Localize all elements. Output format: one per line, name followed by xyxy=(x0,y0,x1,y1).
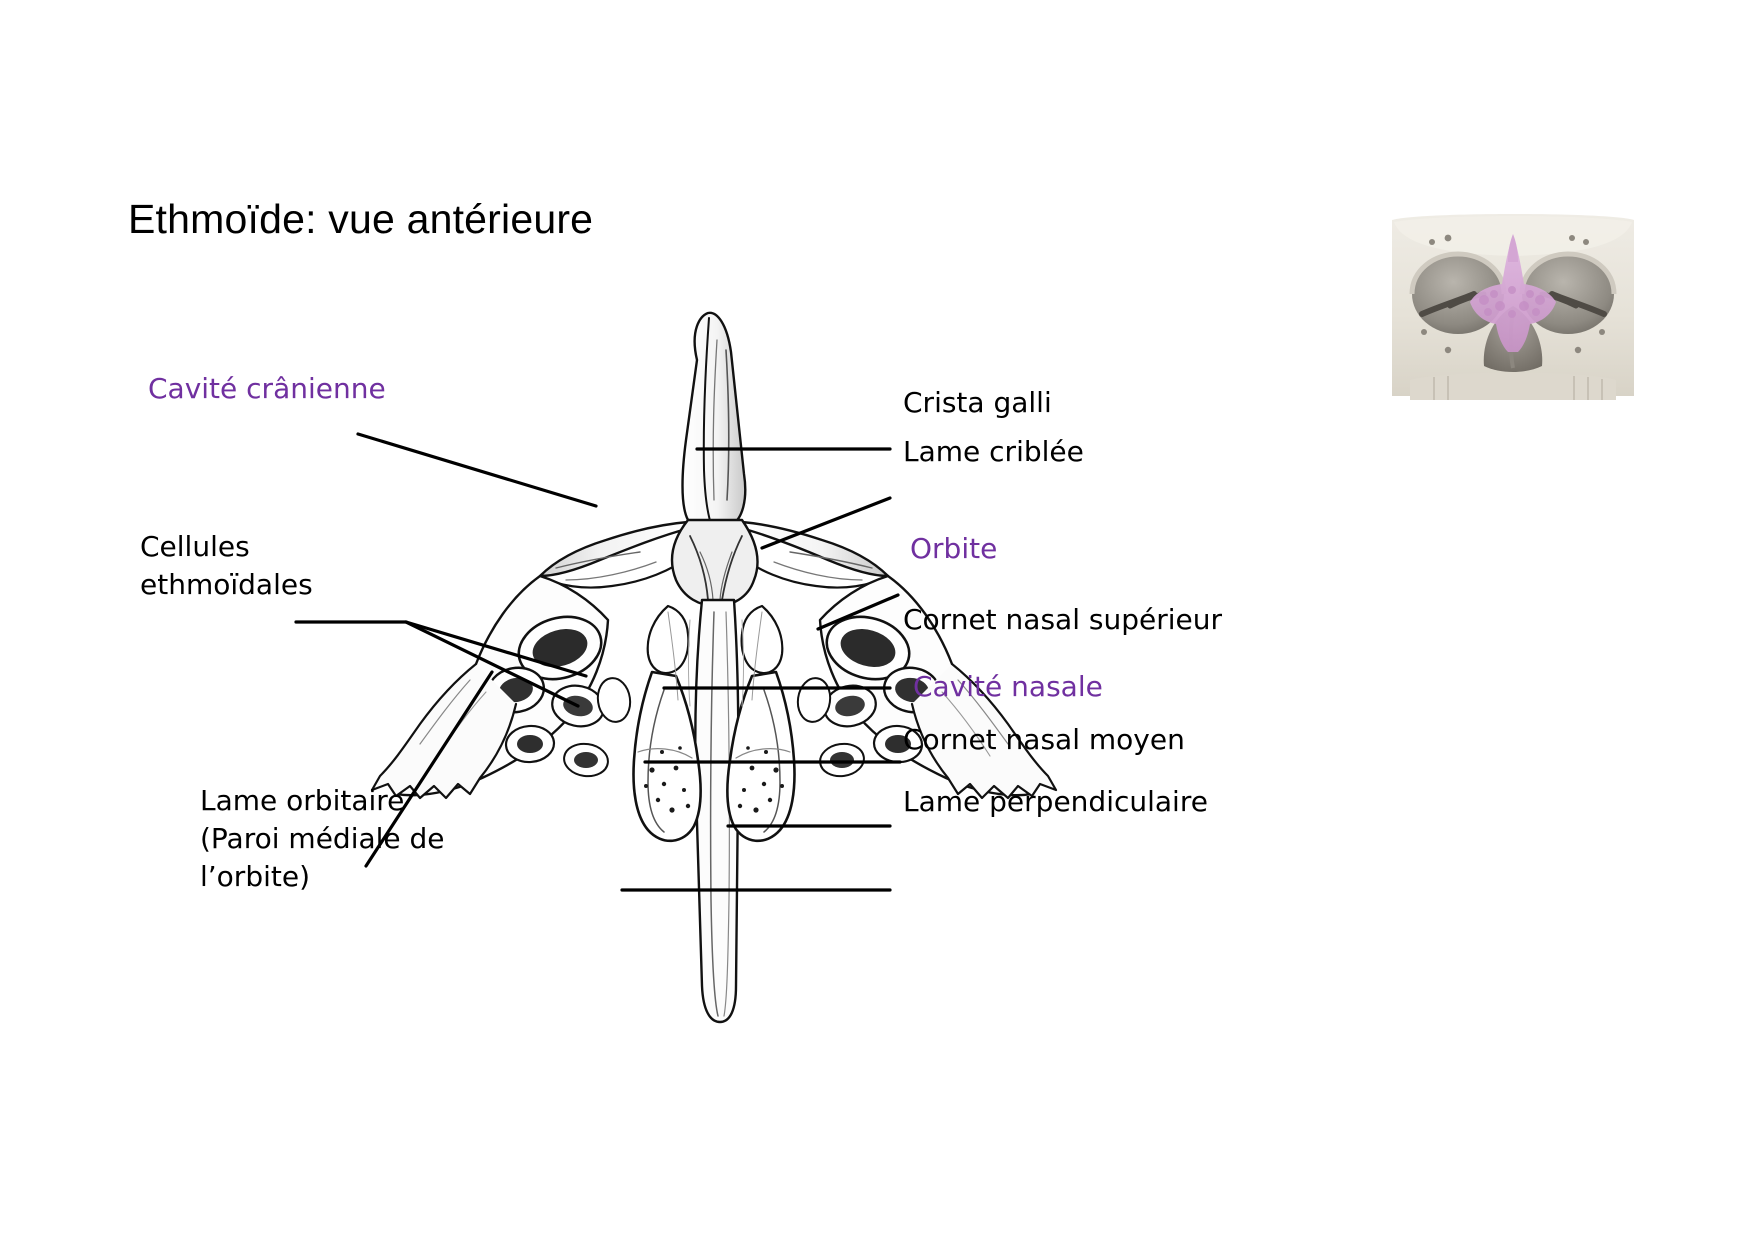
label-lame-orbitaire: Lame orbitaire (Paroi médiale de l’orbit… xyxy=(200,784,445,893)
page-title: Ethmoïde: vue antérieure xyxy=(128,196,594,242)
skull-thumbnail xyxy=(1388,210,1638,400)
label-lame-perpendiculaire: Lame perpendiculaire xyxy=(903,785,1208,818)
label-crista-galli: Crista galli xyxy=(903,386,1052,419)
leader-line-cellules-ethmoidales-b xyxy=(404,620,588,678)
label-cavite-cranienne: Cavité crânienne xyxy=(148,372,386,405)
leader-line-cavite-cranienne xyxy=(356,432,598,508)
label-cellules-ethmoidales: Cellules ethmoïdales xyxy=(140,530,313,601)
label-lame-criblee: Lame criblée xyxy=(903,435,1084,468)
leader-line-cellules-ethmoidales-c xyxy=(404,620,580,708)
leader-line-lame-criblee xyxy=(760,496,892,550)
label-cavite-nasale: Cavité nasale xyxy=(913,670,1103,703)
label-orbite: Orbite xyxy=(910,532,998,565)
label-cornet-nasal-superieur: Cornet nasal supérieur xyxy=(903,603,1222,636)
leader-line-orbite xyxy=(816,593,900,631)
label-cornet-nasal-moyen: Cornet nasal moyen xyxy=(903,723,1185,756)
